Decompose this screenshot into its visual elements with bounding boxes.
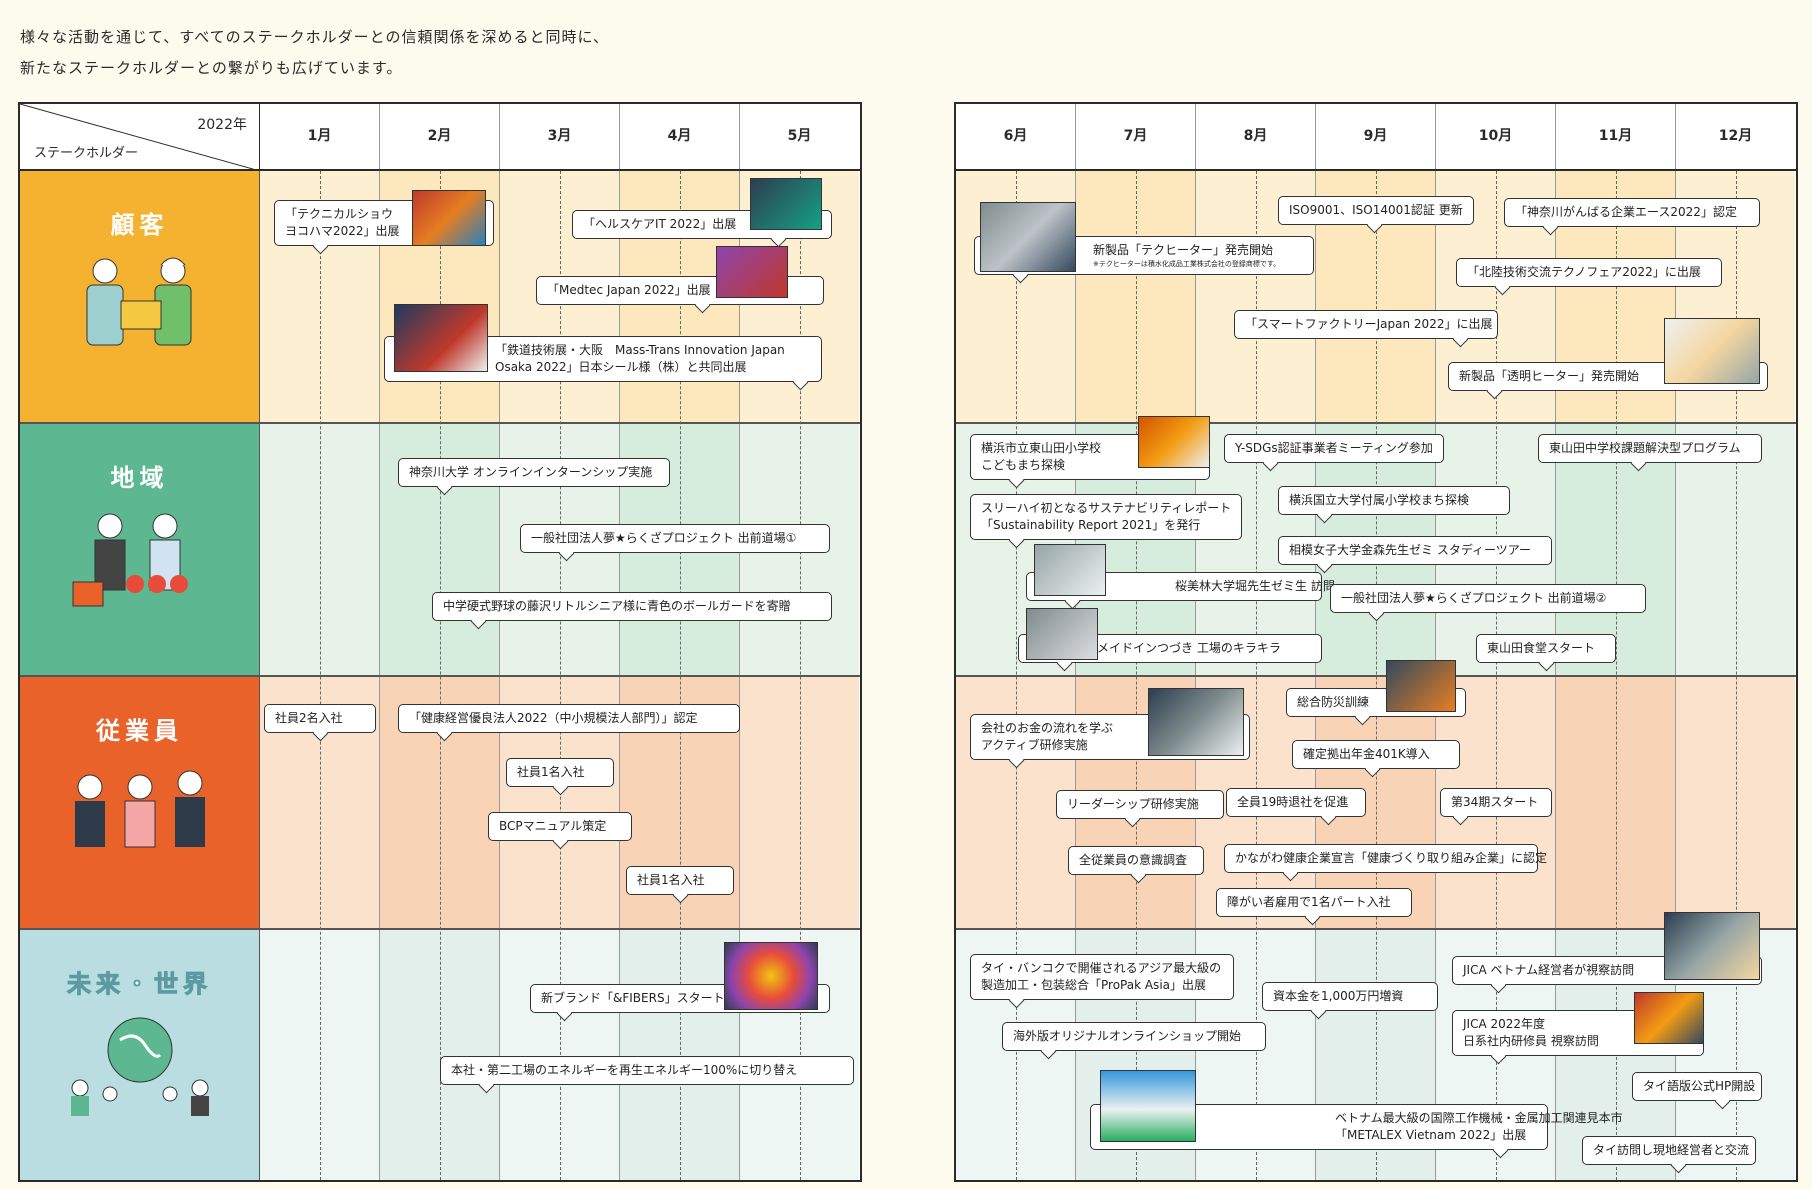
category-customer: 顧客 (20, 171, 260, 422)
category-region: 地域 (20, 424, 260, 675)
event-iso-renewal: ISO9001、ISO14001認証 更新 (1278, 196, 1474, 225)
photo-medtec-japan (716, 246, 788, 298)
month-header-mar: 3月 (500, 104, 620, 169)
category-title: 顧客 (110, 211, 169, 239)
event-yume-rakuza-2: 一般社団法人夢★らくざプロジェクト 出前道場② (1330, 584, 1646, 613)
mid-month-line (800, 171, 801, 1180)
photo-jica-vietnam (1664, 912, 1760, 980)
photo-healthcare-it (750, 178, 822, 230)
header-corner: 2022年 ステークホルダー (20, 104, 260, 171)
year-label: 2022年 (197, 117, 247, 133)
category-title: 未来・世界 (67, 970, 212, 999)
intro-text: 様々な活動を通じて、すべてのステークホルダーとの信頼関係を深めると同時に、 新た… (20, 22, 609, 84)
photo-transparent-heater (1664, 318, 1760, 384)
globe-people-illustration-icon (71, 1017, 209, 1116)
month-header-oct: 10月 (1436, 104, 1556, 169)
event-y-sdgs: Y-SDGs認証事業者ミーティング参加 (1224, 434, 1444, 463)
event-2-new-employees: 社員2名入社 (264, 704, 376, 733)
photo-obirin (1034, 544, 1106, 596)
intro-line-2: 新たなステークホルダーとの繋がりも広げています。 (20, 59, 403, 77)
event-34th-term: 第34期スタート (1440, 788, 1552, 817)
event-hokuriku-technofair: 「北陸技術交流テクノフェア2022」に出展 (1456, 258, 1722, 287)
event-leadership-training: リーダーシップ研修実施 (1056, 790, 1224, 819)
month-header-aug: 8月 (1196, 104, 1316, 169)
event-propak-asia: タイ・バンコクで開催されるアジア最大級の製造加工・包装総合「ProPak Asi… (970, 954, 1234, 1000)
event-renewable-energy: 本社・第二工場のエネルギーを再生エネルギー100%に切り替え (440, 1056, 854, 1085)
event-1-new-employee-apr: 社員1名入社 (626, 866, 734, 895)
event-sustainability-report: スリーハイ初となるサステナビリティレポート「Sustainability Rep… (970, 494, 1242, 540)
event-overseas-online-shop: 海外版オリジナルオンラインショップ開始 (1002, 1022, 1266, 1051)
photo-mass-trans (394, 304, 488, 372)
photo-made-in-tsuzuki (1026, 608, 1098, 660)
month-header-dec: 12月 (1718, 128, 1753, 144)
category-employee: 従業員 (20, 677, 260, 928)
event-disability-employment: 障がい者雇用で1名パート入社 (1216, 888, 1412, 917)
event-401k: 確定拠出年金401K導入 (1292, 740, 1460, 769)
table-header: 6月 7月 8月 9月 10月 11月 12月 (956, 104, 1796, 171)
event-7pm-leave: 全員19時退社を促進 (1226, 788, 1366, 817)
event-1-new-employee-mar: 社員1名入社 (506, 758, 614, 787)
event-capital-increase: 資本金を1,000万円増資 (1262, 982, 1438, 1011)
table-header: 2022年 ステークホルダー 1月 2月 3月 4月 5月 (20, 104, 860, 171)
month-header-nov: 11月 (1556, 104, 1676, 169)
diagonal-line (20, 104, 259, 171)
mid-month-line (560, 171, 561, 1180)
photo-disaster-drill (1386, 660, 1456, 712)
month-header-feb: 2月 (380, 104, 500, 169)
mid-month-line (440, 171, 441, 1180)
month-header-sep: 9月 (1316, 104, 1436, 169)
mid-month-line (680, 171, 681, 1180)
event-thai-visit: タイ訪問し現地経営者と交流 (1582, 1136, 1756, 1165)
community-illustration-icon (72, 513, 188, 607)
photo-active-training (1148, 688, 1244, 756)
category-title: 地域 (110, 464, 169, 492)
event-fujisawa-little-senior: 中学硬式野球の藤沢リトルシニア様に青色のボールガードを寄贈 (432, 592, 832, 621)
event-kanagawa-ganbaru: 「神奈川がんばる企業エース2022」認定 (1504, 198, 1760, 227)
event-bcp-manual: BCPマニュアル策定 (488, 812, 632, 841)
event-higashiyamata-junior: 東山田中学校課題解決型プログラム (1538, 434, 1762, 463)
category-title: 従業員 (96, 717, 183, 745)
event-obirin-univ: 桜美林大学堀先生ゼミ生 訪問 (1026, 572, 1335, 601)
photo-techheater (980, 202, 1076, 272)
month-header-jun: 6月 (956, 104, 1076, 169)
photo-jica-2022 (1634, 992, 1704, 1044)
handshake-illustration-icon (86, 257, 192, 346)
event-sagami-womens-univ: 相模女子大学金森先生ゼミ スタディーツアー (1278, 536, 1552, 565)
event-higashiyamata-cafeteria: 東山田食堂スタート (1476, 634, 1616, 663)
photo-metalex (1100, 1070, 1196, 1142)
category-future: 未来・世界 (20, 930, 260, 1180)
intro-line-1: 様々な活動を通じて、すべてのステークホルダーとの信頼関係を深めると同時に、 (20, 28, 610, 46)
photo-elementary (1138, 416, 1210, 468)
stakeholder-label: ステークホルダー (34, 146, 139, 161)
event-yume-rakuza-1: 一般社団法人夢★らくざプロジェクト 出前道場① (520, 524, 830, 553)
event-kanagawa-health-declaration: かながわ健康企業宣言「健康づくり取り組み企業」に認定 (1224, 844, 1547, 873)
timeline-table-jun-dec: 6月 7月 8月 9月 10月 11月 12月 新製品「テクヒーター」発売開始※… (954, 102, 1798, 1182)
month-header-jan: 1月 (260, 104, 380, 169)
month-header-apr: 4月 (620, 104, 740, 169)
employees-illustration-icon (75, 770, 205, 848)
timeline-table-jan-may: 2022年 ステークホルダー 1月 2月 3月 4月 5月 顧客 地域 従業員 … (18, 102, 862, 1182)
event-thai-website: タイ語版公式HP開設 (1632, 1072, 1762, 1101)
event-awareness-survey: 全従業員の意識調査 (1068, 846, 1204, 875)
mid-month-line (320, 171, 321, 1180)
event-health-management: 「健康経営優良法人2022（中小規模法人部門）」認定 (398, 704, 740, 733)
cell (740, 677, 859, 928)
photo-and-fibers (724, 942, 818, 1010)
month-header-may: 5月 (787, 128, 812, 144)
photo-technical-show (412, 190, 486, 246)
month-header-jul: 7月 (1076, 104, 1196, 169)
event-smart-factory: 「スマートファクトリーJapan 2022」に出展 (1234, 310, 1498, 339)
event-yokohama-natl-univ: 横浜国立大学付属小学校まち探検 (1278, 486, 1510, 515)
event-kanagawa-univ-intern: 神奈川大学 オンラインインターンシップ実施 (398, 458, 670, 487)
